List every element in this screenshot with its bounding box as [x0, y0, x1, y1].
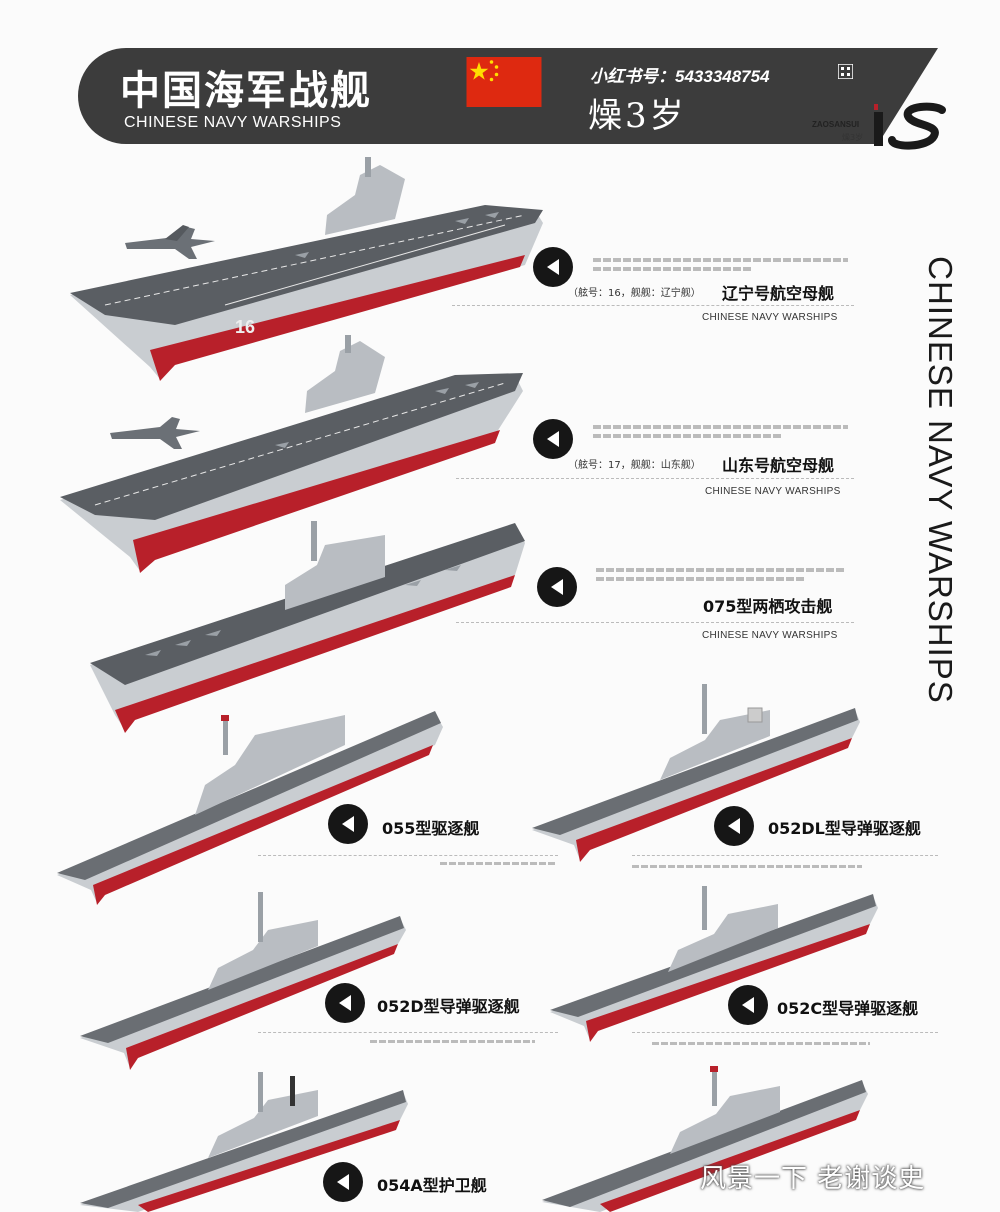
ship-name: 075型两栖攻击舰	[703, 597, 833, 616]
side-title-text: CHINESE NAVY WARSHIPS	[922, 256, 959, 704]
ship-subtitle: CHINESE NAVY WARSHIPS	[702, 312, 838, 323]
fighter-jet-icon	[110, 417, 200, 449]
triangle-left-icon	[547, 431, 559, 447]
ship-name: 052C型导弹驱逐舰	[777, 999, 919, 1018]
divider	[258, 1032, 558, 1033]
ship-description	[593, 258, 863, 271]
ship-description	[370, 1040, 535, 1043]
arrow-button[interactable]	[325, 983, 365, 1023]
logo-text-en: ZAOSANSUI	[812, 120, 860, 129]
type-052c-illustration	[550, 886, 878, 1042]
liaoning-carrier-illustration: 16	[70, 157, 543, 381]
triangle-left-icon	[728, 818, 740, 834]
hull-number: 16	[235, 317, 255, 337]
arrow-button[interactable]	[714, 806, 754, 846]
side-title: CHINESE NAVY WARSHIPS	[910, 245, 970, 715]
triangle-left-icon	[342, 816, 354, 832]
ship-description	[593, 425, 863, 438]
type-054a-illustration	[80, 1072, 408, 1212]
ship-subtitle: CHINESE NAVY WARSHIPS	[705, 486, 841, 497]
divider	[456, 622, 854, 623]
triangle-left-icon	[551, 579, 563, 595]
type-052d-illustration	[80, 892, 406, 1070]
divider	[258, 855, 558, 856]
warship-illustration	[542, 1066, 868, 1212]
ship-meta: （舷号：17，舰舰：山东舰）	[568, 460, 701, 471]
fighter-jet-icon	[125, 225, 215, 259]
ship-name: 辽宁号航空母舰	[722, 284, 835, 303]
ship-name: 052DL型导弹驱逐舰	[768, 819, 921, 838]
triangle-left-icon	[742, 997, 754, 1013]
qr-code-icon	[837, 63, 854, 80]
ship-name: 052D型导弹驱逐舰	[377, 997, 520, 1016]
ship-name: 054A型护卫舰	[377, 1176, 487, 1195]
arrow-button[interactable]	[328, 804, 368, 844]
brand-logo	[868, 100, 958, 150]
ship-meta: （舷号：16，舰舰：辽宁舰）	[568, 288, 701, 299]
ship-description	[440, 862, 555, 865]
watermark: 风景一下 老谢谈史	[700, 1164, 926, 1194]
type-055-illustration	[57, 711, 443, 905]
arrow-button[interactable]	[728, 985, 768, 1025]
divider	[632, 855, 938, 856]
type-052dl-illustration	[532, 684, 860, 862]
logo-text-cn: 燥3岁	[842, 133, 864, 142]
ship-description	[632, 865, 862, 868]
arrow-button[interactable]	[533, 247, 573, 287]
divider	[632, 1032, 938, 1033]
ship-name: 055型驱逐舰	[382, 819, 480, 838]
type-075-illustration	[90, 521, 525, 733]
divider	[456, 478, 854, 479]
arrow-button[interactable]	[537, 567, 577, 607]
ship-description	[652, 1042, 870, 1045]
divider	[452, 305, 854, 306]
brand-name: 燥3岁	[588, 96, 687, 136]
page-title: 中国海军战舰	[120, 68, 372, 114]
ship-name: 山东号航空母舰	[722, 456, 835, 475]
triangle-left-icon	[337, 1174, 349, 1190]
ship-description	[596, 568, 856, 581]
xiaohongshu-id: 小红书号：5433348754	[590, 67, 770, 86]
ship-subtitle: CHINESE NAVY WARSHIPS	[702, 630, 838, 641]
arrow-button[interactable]	[533, 419, 573, 459]
page-subtitle: CHINESE NAVY WARSHIPS	[124, 114, 342, 131]
triangle-left-icon	[547, 259, 559, 275]
shandong-carrier-illustration	[60, 335, 523, 573]
china-flag-icon	[464, 57, 544, 107]
triangle-left-icon	[339, 995, 351, 1011]
arrow-button[interactable]	[323, 1162, 363, 1202]
